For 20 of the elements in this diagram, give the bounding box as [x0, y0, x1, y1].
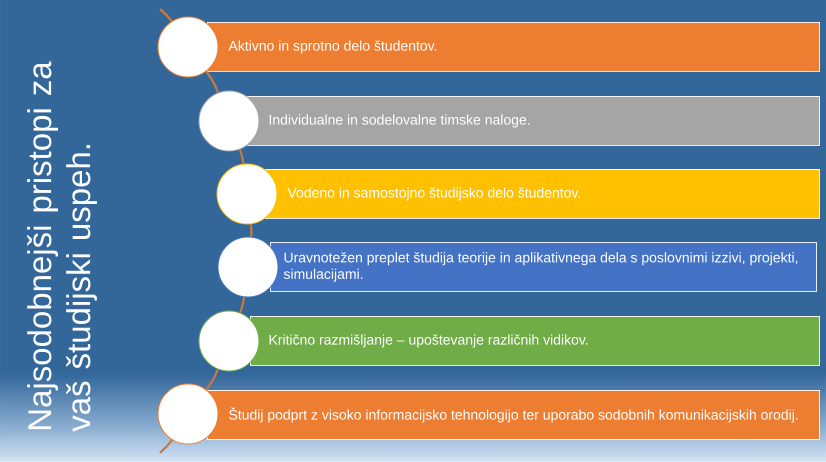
timeline-arc [238, 149, 244, 164]
circle-marker [216, 163, 278, 224]
timeline-arc [206, 368, 219, 390]
circle-marker [198, 90, 260, 152]
circle-marker [158, 16, 218, 78]
item-bar: Vodeno in samostojno študijsko delo študentov. [265, 168, 820, 219]
item-bar: Uravnotežen preplet študija teorije in aplikativnega dela s poslovnimi izzivi, projekti, simulacijami. [270, 242, 817, 292]
circle-marker [198, 310, 260, 372]
item-bar: Aktivno in sprotno delo študentov. [207, 22, 820, 72]
vertical-title: Najsodobnejši pristopi za vaš študijski uspeh. [27, 61, 97, 432]
item-bar: Individualne in sodelovalne timske naloge. [247, 96, 820, 146]
circle-marker [158, 383, 218, 444]
timeline-arc [239, 297, 246, 313]
timeline-arc [250, 224, 253, 237]
timeline-arc [159, 8, 173, 22]
circle-marker [218, 236, 278, 298]
timeline-arc [205, 70, 220, 93]
item-bar: Študij podprt z visoko informacijsko tehnologijo ter uporabo sodobnih komunikacijskih orodij. [207, 390, 820, 440]
item-bar: Kritično razmišljanje – upoštevanje različnih vidikov. [250, 316, 820, 366]
timeline-arc [159, 439, 174, 454]
